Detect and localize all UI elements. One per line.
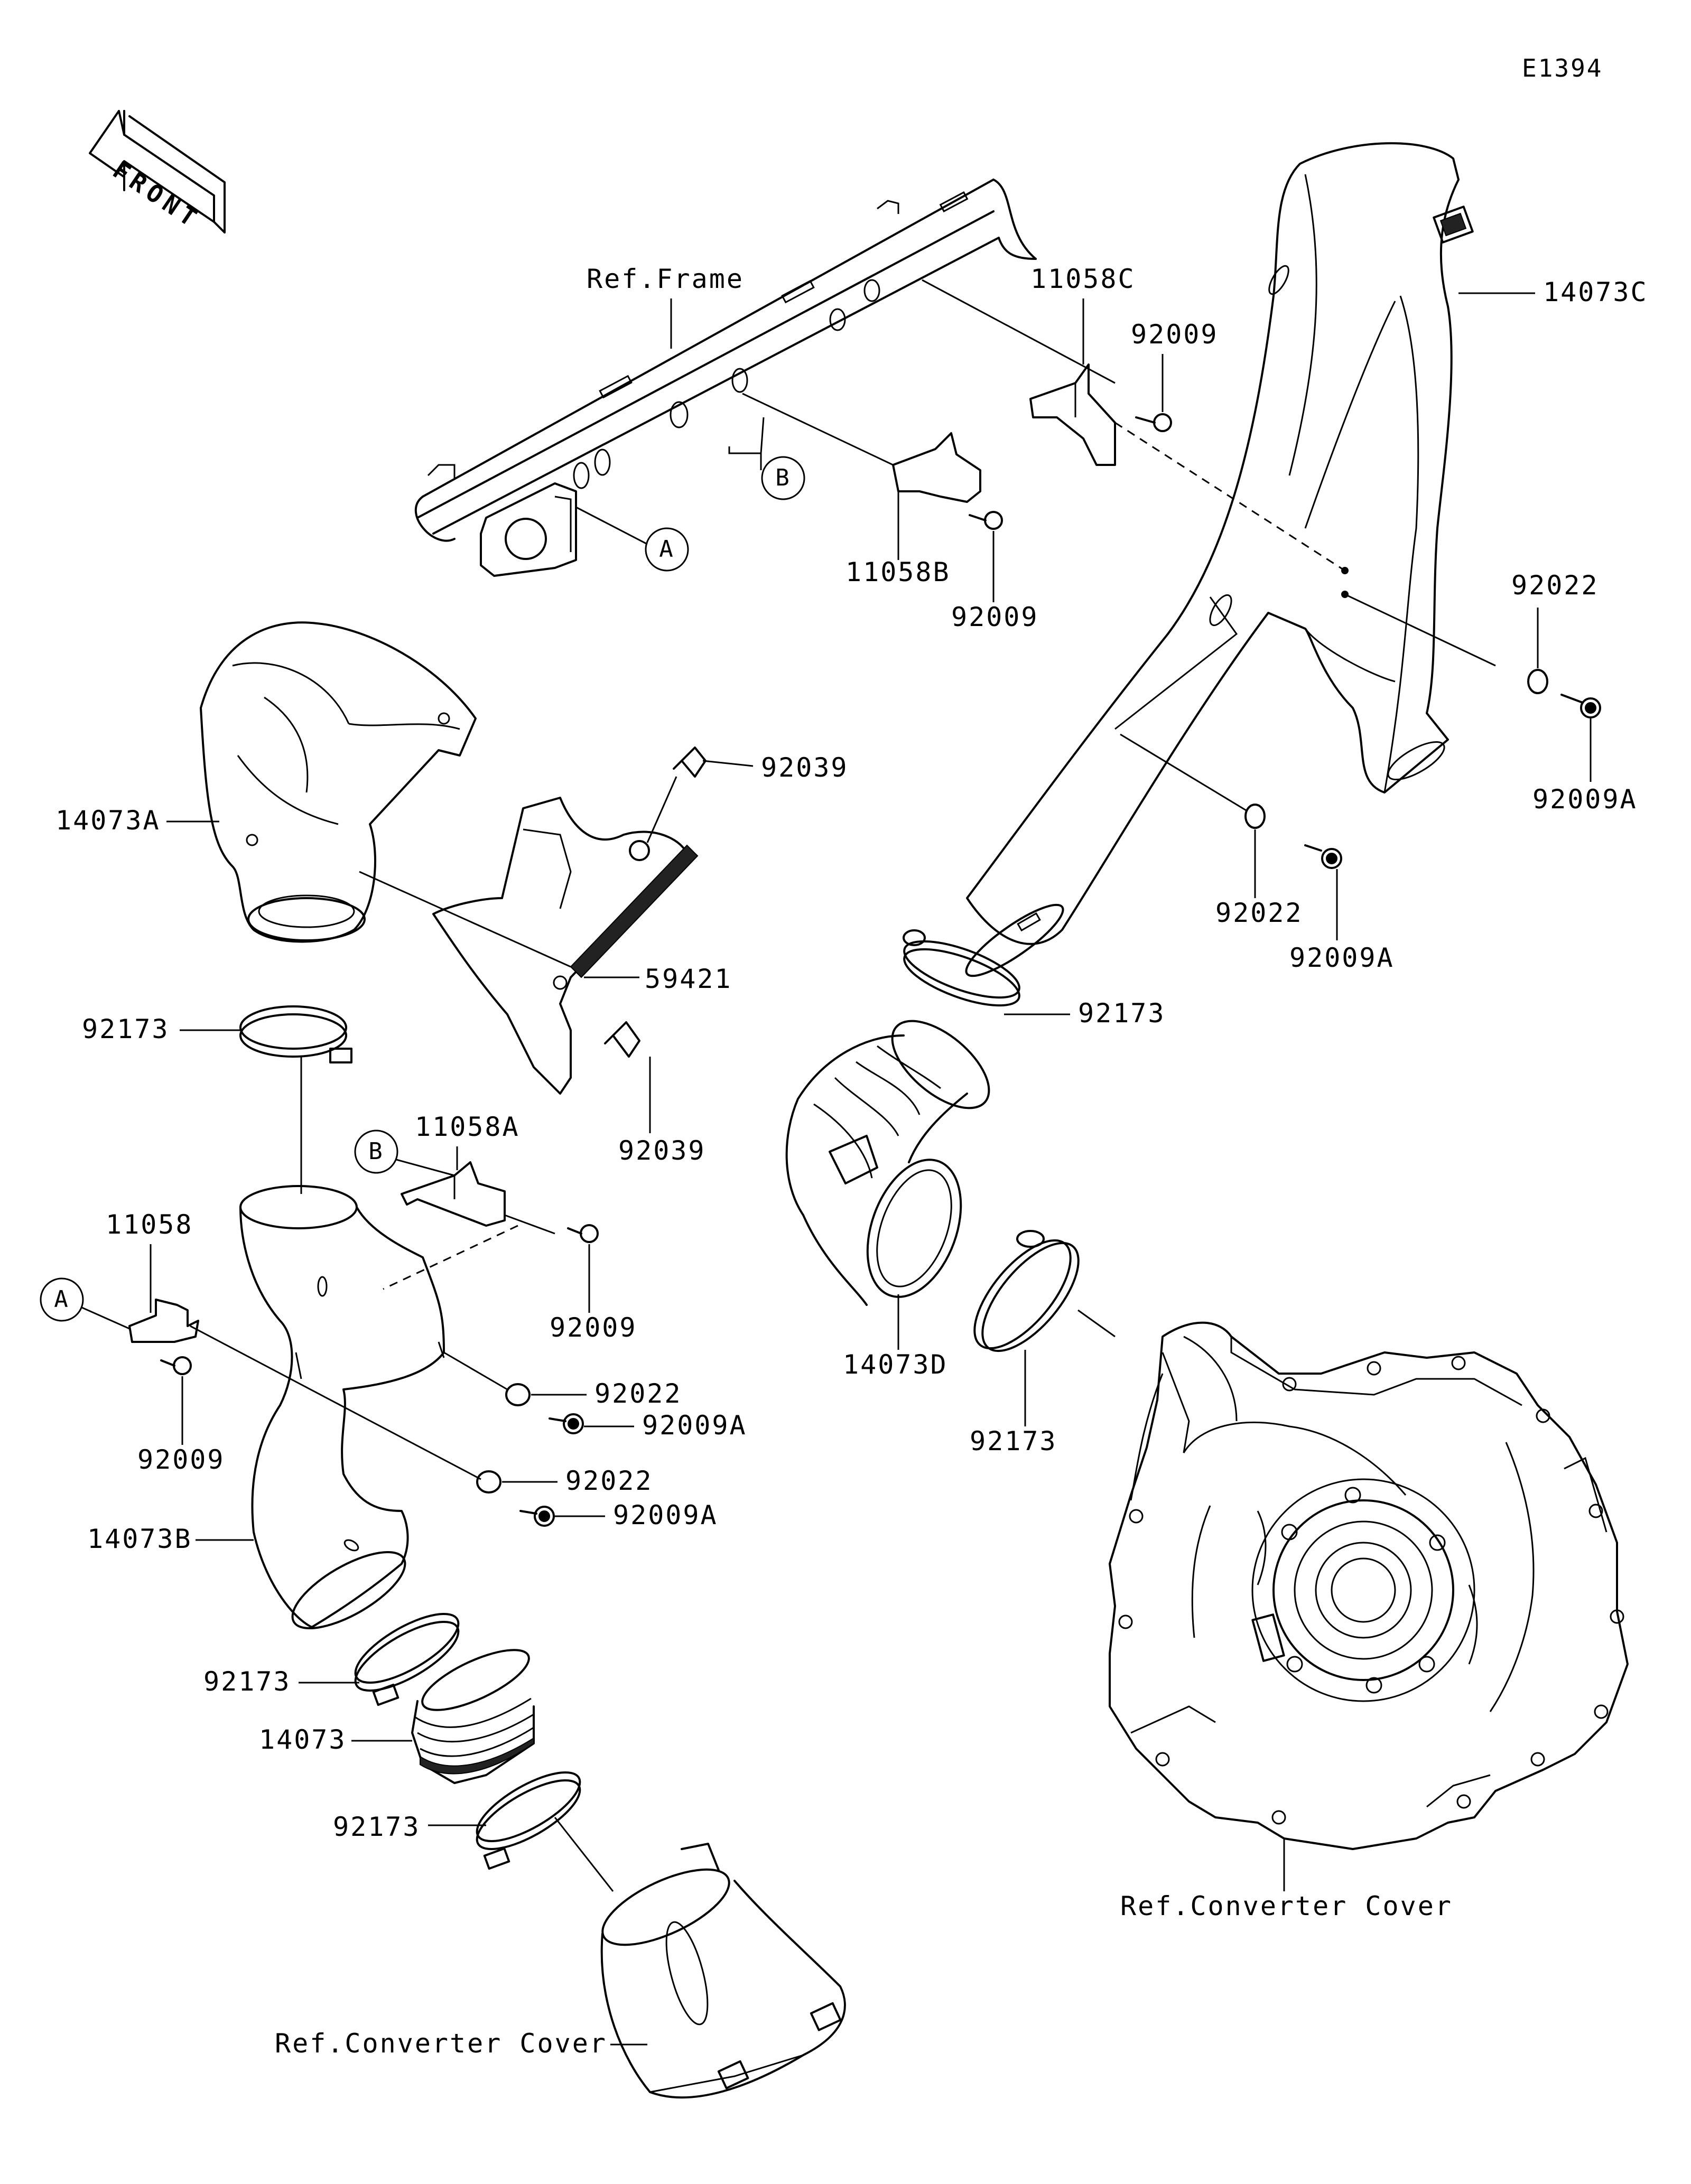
label-14073A: 14073A — [55, 805, 161, 836]
label-59421: 59421 — [645, 964, 732, 994]
label-92173-left-mid: 92173 — [203, 1666, 291, 1697]
svg-text:B: B — [775, 464, 791, 491]
label-ref-frame: Ref.Frame — [587, 264, 744, 294]
clamp-92173-left-mid — [354, 1613, 460, 1706]
bracket-11058 — [128, 1299, 199, 1343]
bolt-92009A-low2 — [519, 1506, 555, 1527]
label-14073C: 14073C — [1543, 277, 1648, 307]
front-arrow-label: FRONT — [108, 155, 206, 235]
rivet-92039-top — [673, 746, 707, 778]
bracket-11058A — [401, 1161, 506, 1227]
label-92022-low1: 92022 — [594, 1378, 682, 1409]
label-92039-bottom: 92039 — [618, 1135, 706, 1166]
screw-92009-top — [1135, 413, 1172, 432]
label-92009A-low1: 92009A — [642, 1410, 747, 1441]
callout-b-left: B — [354, 1130, 455, 1177]
bracket-11058B — [892, 432, 981, 503]
washer-92022-right — [1527, 669, 1548, 694]
boot-14073 — [411, 1649, 535, 1784]
bracket-59421 — [432, 797, 699, 1095]
washer-92022-center — [1244, 804, 1266, 829]
screw-92009-left — [160, 1356, 192, 1375]
converter-cover — [1109, 1321, 1629, 1850]
callout-a-left: A — [40, 1277, 130, 1330]
label-92173-left-bottom: 92173 — [333, 1812, 421, 1842]
label-ref-converter-cover-right: Ref.Converter Cover — [1120, 1891, 1453, 1921]
washer-92022-low2 — [476, 1470, 501, 1494]
svg-text:A: A — [659, 536, 675, 563]
label-92022-low2: 92022 — [565, 1466, 653, 1496]
duct-14073A — [200, 621, 477, 943]
converter-cover-outlet — [600, 1843, 846, 2099]
svg-text:B: B — [368, 1138, 384, 1165]
label-11058C: 11058C — [1030, 264, 1136, 294]
label-92009A-right: 92009A — [1532, 784, 1638, 815]
washer-92022-low1 — [505, 1383, 531, 1406]
label-11058: 11058 — [106, 1209, 193, 1240]
rivet-92039-bottom — [604, 1021, 640, 1058]
screw-92009-lowcenter — [567, 1224, 599, 1243]
label-14073D: 14073D — [843, 1349, 948, 1380]
callout-b-frame: B — [728, 417, 805, 500]
label-92173-left-top: 92173 — [82, 1014, 170, 1044]
label-ref-converter-cover-bottom: Ref.Converter Cover — [275, 2028, 607, 2059]
clamp-92173-left-bottom — [476, 1771, 581, 1870]
diagram-code: E1394 — [1522, 54, 1603, 82]
clamp-92173-lowcenter — [973, 1230, 1080, 1352]
label-92173-center: 92173 — [1078, 998, 1166, 1029]
label-92009A-center: 92009A — [1289, 942, 1395, 973]
callout-a-frame: A — [575, 506, 689, 572]
label-11058A: 11058A — [415, 1112, 520, 1142]
label-92039-top: 92039 — [761, 752, 849, 783]
bolt-92009A-low1 — [549, 1413, 584, 1434]
duct-14073D — [785, 1020, 990, 1306]
label-92009-mid: 92009 — [951, 602, 1039, 632]
label-14073: 14073 — [259, 1724, 347, 1755]
frame-rail — [414, 179, 1037, 577]
duct-14073C — [965, 142, 1474, 977]
label-92009A-low2: 92009A — [613, 1500, 718, 1530]
label-92009-left: 92009 — [137, 1444, 225, 1475]
label-11058B: 11058B — [846, 557, 951, 587]
label-92173-lowcenter: 92173 — [970, 1426, 1057, 1457]
label-14073B: 14073B — [87, 1524, 192, 1554]
bolt-92009A-center — [1304, 844, 1342, 869]
label-92009-lowcenter: 92009 — [550, 1312, 637, 1343]
bolt-92009A-right — [1560, 694, 1601, 718]
screw-92009-mid — [969, 511, 1003, 530]
front-arrow-icon: FRONT — [89, 110, 226, 235]
bracket-11058C — [1029, 363, 1116, 466]
clamp-92173-left-top — [239, 1005, 352, 1063]
clamp-92173-center — [903, 929, 1020, 1007]
label-92022-right: 92022 — [1511, 570, 1599, 601]
label-92009-top: 92009 — [1131, 319, 1219, 350]
svg-text:A: A — [54, 1286, 70, 1313]
duct-14073B — [239, 1185, 445, 1630]
label-92022-center: 92022 — [1215, 898, 1303, 928]
